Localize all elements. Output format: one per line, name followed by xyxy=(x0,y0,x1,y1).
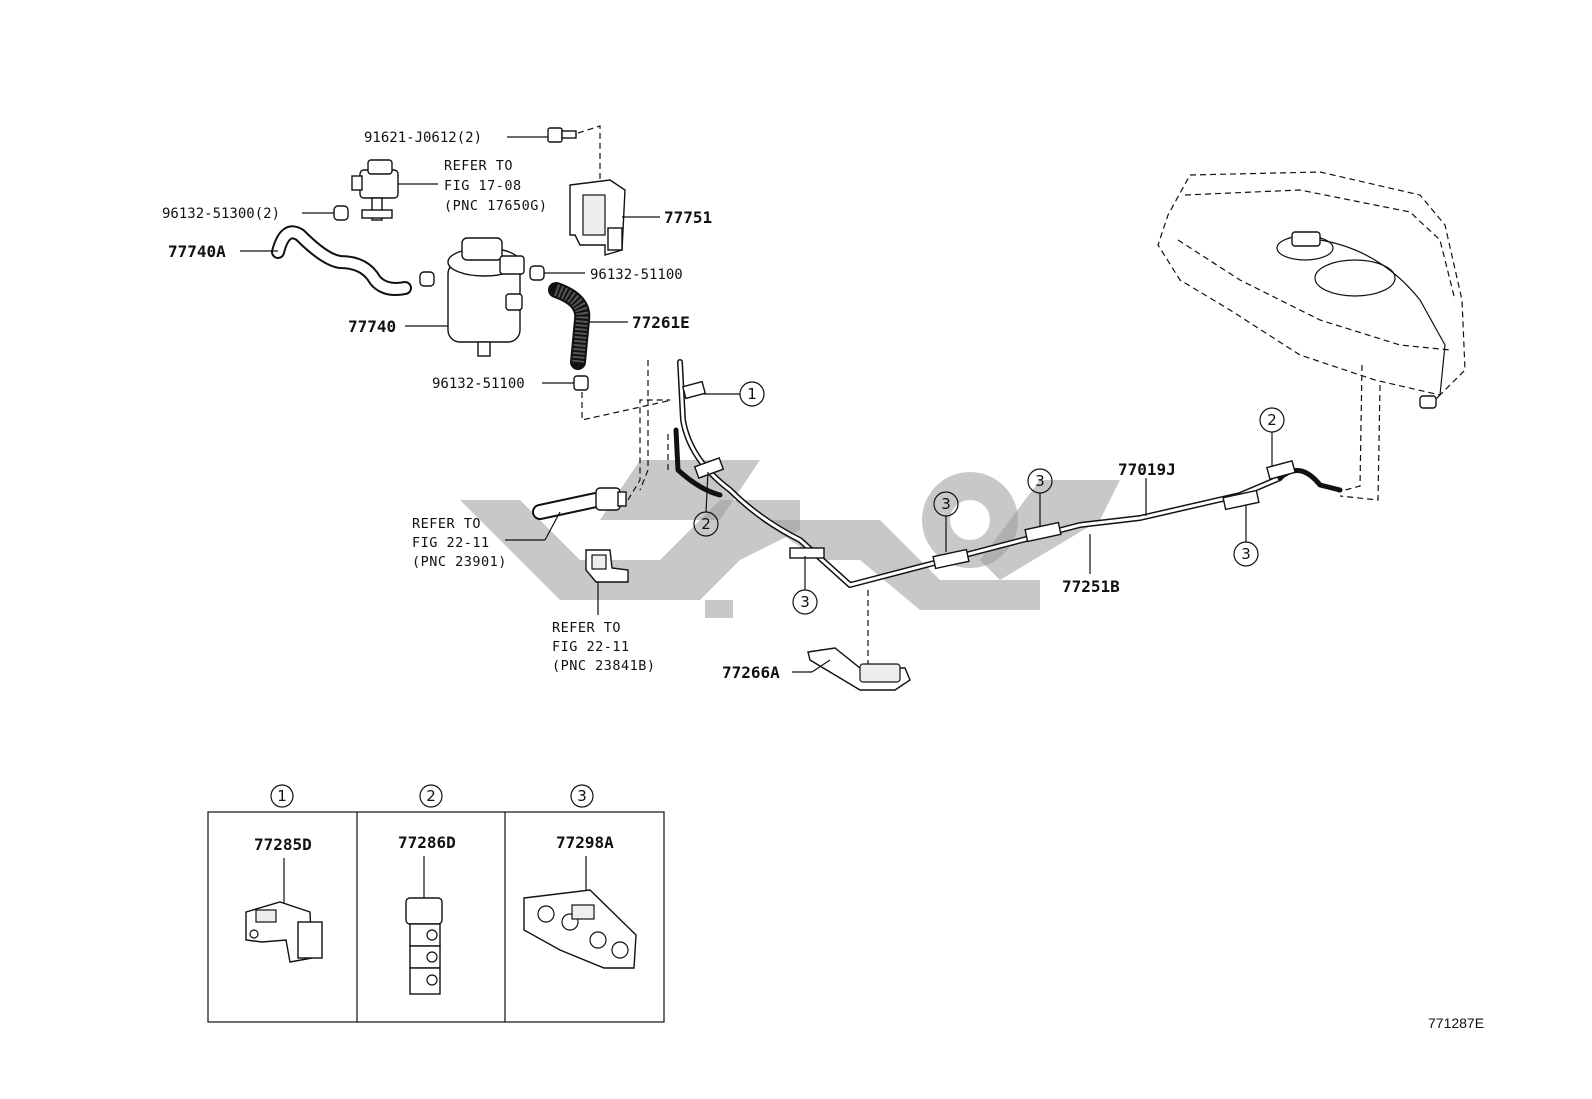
label-canister: 77740 xyxy=(348,317,396,336)
callout-3: 3 xyxy=(792,556,818,615)
refer-17-line2: FIG 17-08 xyxy=(444,178,522,194)
hose-clamp-icon xyxy=(529,265,545,281)
svg-text:2: 2 xyxy=(701,515,711,533)
refer-17-line1: REFER TO xyxy=(444,158,513,174)
svg-text:3: 3 xyxy=(1241,545,1251,563)
fuel-tube xyxy=(673,359,1343,588)
tube-clip-icon xyxy=(681,380,1296,570)
label-clamp-a: 96132-51300(2) xyxy=(162,206,280,222)
bolt-icon xyxy=(547,127,577,143)
filler-pipe-hose-icon xyxy=(532,487,627,520)
diagram-code: 771287E xyxy=(1428,1015,1484,1031)
hose-clamp-icon xyxy=(333,205,349,221)
svg-text:1: 1 xyxy=(747,385,757,403)
fuel-tank-icon xyxy=(1157,171,1466,501)
vsv-valve-icon xyxy=(351,159,399,221)
callout-2: 2 xyxy=(1259,407,1285,466)
svg-text:1: 1 xyxy=(277,787,287,805)
label-hose-a: 77740A xyxy=(168,242,226,261)
legend-part-3: 77298A xyxy=(556,833,614,852)
svg-text:2: 2 xyxy=(1267,411,1277,429)
svg-text:3: 3 xyxy=(1035,472,1045,490)
clip-77298a-icon xyxy=(523,889,637,969)
label-hose-e: 77261E xyxy=(632,313,690,332)
callout-3: 3 xyxy=(1027,468,1053,526)
refer-22b-line2: FIG 22-11 xyxy=(552,639,630,655)
refer-22a-line1: REFER TO xyxy=(412,516,481,532)
label-tube-b: 77251B xyxy=(1062,577,1120,596)
refer-22a-line2: FIG 22-11 xyxy=(412,535,490,551)
hose-bracket-icon xyxy=(585,549,629,583)
callout-3: 3 xyxy=(933,491,959,552)
callout-1: 1 xyxy=(704,381,765,407)
label-clamp-b: 96132-51100 xyxy=(590,267,683,283)
svg-text:2: 2 xyxy=(426,787,436,805)
label-protector: 77266A xyxy=(722,663,780,682)
svg-text:3: 3 xyxy=(577,787,587,805)
clip-77286d-icon xyxy=(405,897,443,995)
hose-clamp-icon xyxy=(573,375,589,391)
legend-part-1: 77285D xyxy=(254,835,312,854)
label-clamp-c: 96132-51100 xyxy=(432,376,525,392)
svg-text:3: 3 xyxy=(941,495,951,513)
refer-22b-line3: (PNC 23841B) xyxy=(552,658,656,674)
refer-22a-line3: (PNC 23901) xyxy=(412,554,507,570)
tube-protector-icon xyxy=(807,647,911,691)
callout-3: 3 xyxy=(1233,505,1259,567)
callout-2: 2 xyxy=(693,471,719,537)
label-bolt: 91621-J0612(2) xyxy=(364,130,482,146)
canister-bracket-icon xyxy=(569,179,626,256)
label-bracket: 77751 xyxy=(664,208,712,227)
label-tube-j: 77019J xyxy=(1118,460,1176,479)
clip-77285d-icon xyxy=(245,901,323,963)
charcoal-canister-icon xyxy=(447,237,525,357)
hose-clamp-icon xyxy=(419,271,435,287)
clip-legend-table: 1 2 3 77285D 77286D 77298A xyxy=(207,784,665,1023)
refer-17-line3: (PNC 17650G) xyxy=(444,198,548,214)
svg-text:3: 3 xyxy=(800,593,810,611)
legend-part-2: 77286D xyxy=(398,833,456,852)
refer-22b-line1: REFER TO xyxy=(552,620,621,636)
